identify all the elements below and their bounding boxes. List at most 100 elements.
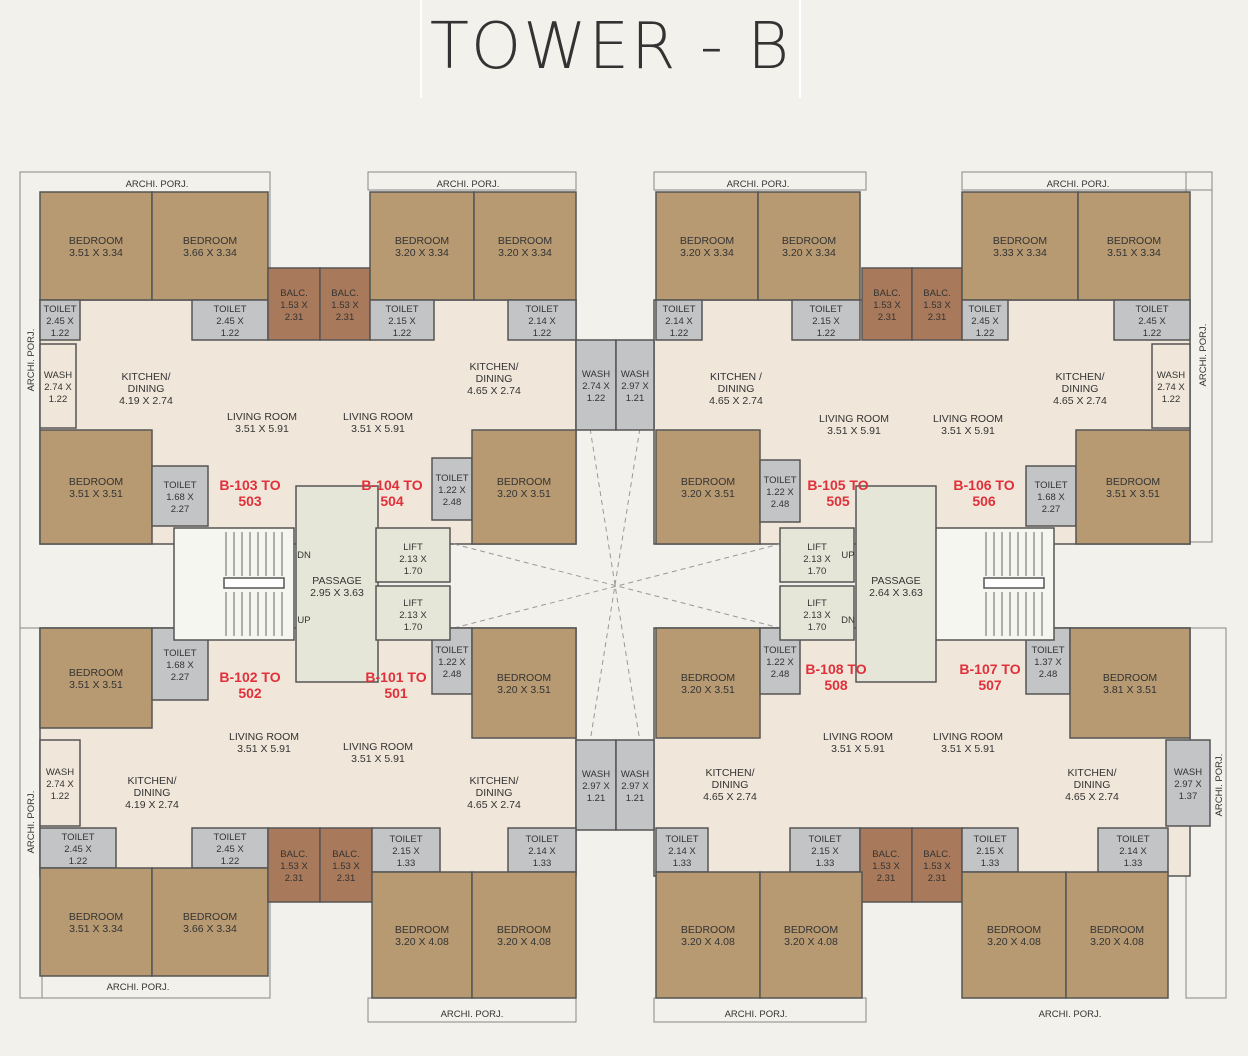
archi-porj-label: ARCHI. PORJ. bbox=[725, 1009, 788, 1020]
toilet bbox=[39, 827, 117, 869]
stair-well bbox=[223, 577, 285, 589]
page-title: TOWER - B bbox=[429, 10, 792, 84]
bedroom-b103 bbox=[39, 191, 153, 301]
courtyard-diagonal bbox=[453, 543, 781, 629]
toilet bbox=[39, 299, 81, 341]
bedroom-b104-2 bbox=[473, 191, 577, 301]
toilet bbox=[191, 299, 269, 341]
toilet bbox=[371, 827, 441, 873]
toilet bbox=[1113, 299, 1191, 341]
wash bbox=[575, 339, 617, 431]
stair-direction-label: DN bbox=[841, 615, 855, 626]
archi-porj-label: ARCHI. PORJ. bbox=[126, 179, 189, 190]
bedroom-b105 bbox=[655, 191, 759, 301]
wash bbox=[615, 739, 655, 831]
bedroom-b107 bbox=[1069, 627, 1191, 739]
archi-porj-label: ARCHI. PORJ. bbox=[1214, 754, 1225, 817]
bedroom-b102 bbox=[39, 627, 153, 729]
toilet bbox=[961, 827, 1019, 873]
archi-porj-label: ARCHI. PORJ. bbox=[727, 179, 790, 190]
toilet bbox=[431, 457, 473, 521]
toilet bbox=[1097, 827, 1169, 873]
stair-direction-label: DN bbox=[297, 550, 311, 561]
toilet bbox=[151, 465, 209, 527]
bedroom-b102-2 bbox=[39, 867, 153, 977]
toilet bbox=[507, 827, 577, 873]
wash bbox=[39, 739, 81, 827]
bedroom-b104-3 bbox=[471, 429, 577, 545]
balcony bbox=[861, 267, 913, 341]
bedroom-b101-3 bbox=[471, 871, 577, 999]
toilet bbox=[789, 827, 861, 873]
stair-well bbox=[983, 577, 1045, 589]
lift-1 bbox=[779, 527, 855, 583]
passage bbox=[295, 485, 379, 683]
wash bbox=[1151, 343, 1191, 429]
bedroom-b106-2 bbox=[1077, 191, 1191, 301]
wash bbox=[1165, 739, 1211, 827]
balcony bbox=[267, 267, 321, 341]
archi-porj-label: ARCHI. PORJ. bbox=[1047, 179, 1110, 190]
bedroom-b108-3 bbox=[759, 871, 863, 999]
bedroom-b106 bbox=[961, 191, 1079, 301]
porch-outline bbox=[653, 171, 867, 191]
bedroom-b108-2 bbox=[655, 871, 761, 999]
archi-porj-label: ARCHI. PORJ. bbox=[26, 329, 37, 392]
bedroom-b102-3 bbox=[151, 867, 269, 977]
wash bbox=[575, 739, 617, 831]
porch-outline bbox=[367, 171, 577, 191]
courtyard-diagonal bbox=[453, 543, 781, 629]
